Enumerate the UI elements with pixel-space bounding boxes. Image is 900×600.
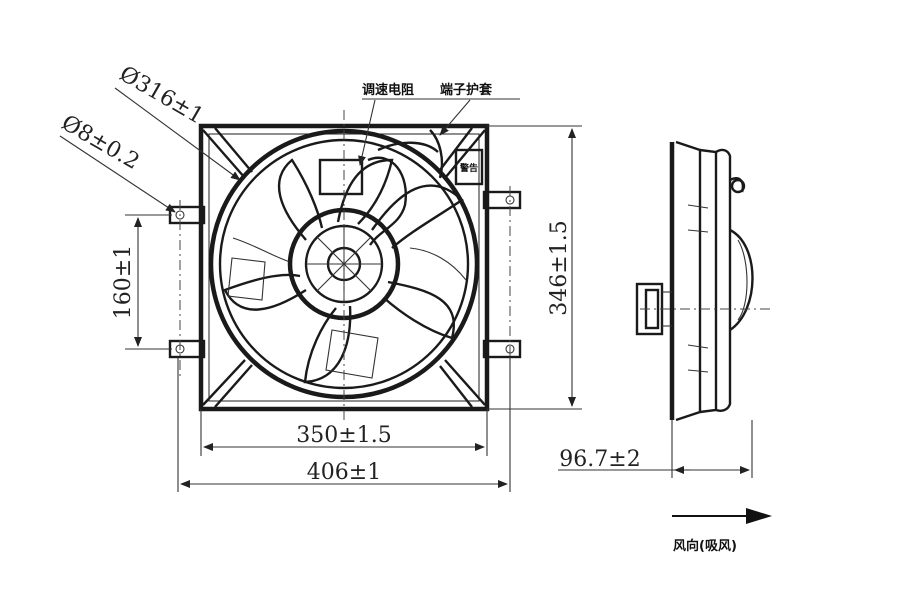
dim-overall-width: 406±1 — [307, 460, 381, 485]
sticker-label: 警告 — [460, 162, 478, 174]
mounting-tabs — [168, 190, 522, 359]
speed-resistor-body — [318, 129, 444, 246]
dim-hole-spacing: 160±1 — [111, 245, 136, 319]
side-view — [635, 140, 770, 422]
terminal-sleeve-box: 警告 — [454, 148, 484, 186]
label-terminal-sleeve: 端子护套 — [440, 82, 493, 98]
fan-blades — [223, 158, 467, 384]
dimension-lines — [59, 87, 753, 492]
flow-direction-arrow — [672, 508, 772, 524]
dim-height: 346±1.5 — [547, 220, 572, 315]
dim-fan-diameter: Ø316±1 — [115, 62, 208, 130]
front-view: 警告 — [168, 110, 522, 420]
label-speed-resistor: 调速电阻 — [362, 82, 414, 98]
dim-frame-width: 350±1.5 — [296, 423, 391, 448]
label-flow-direction: 风向(吸风) — [673, 538, 737, 554]
dim-depth: 96.7±2 — [559, 447, 640, 472]
